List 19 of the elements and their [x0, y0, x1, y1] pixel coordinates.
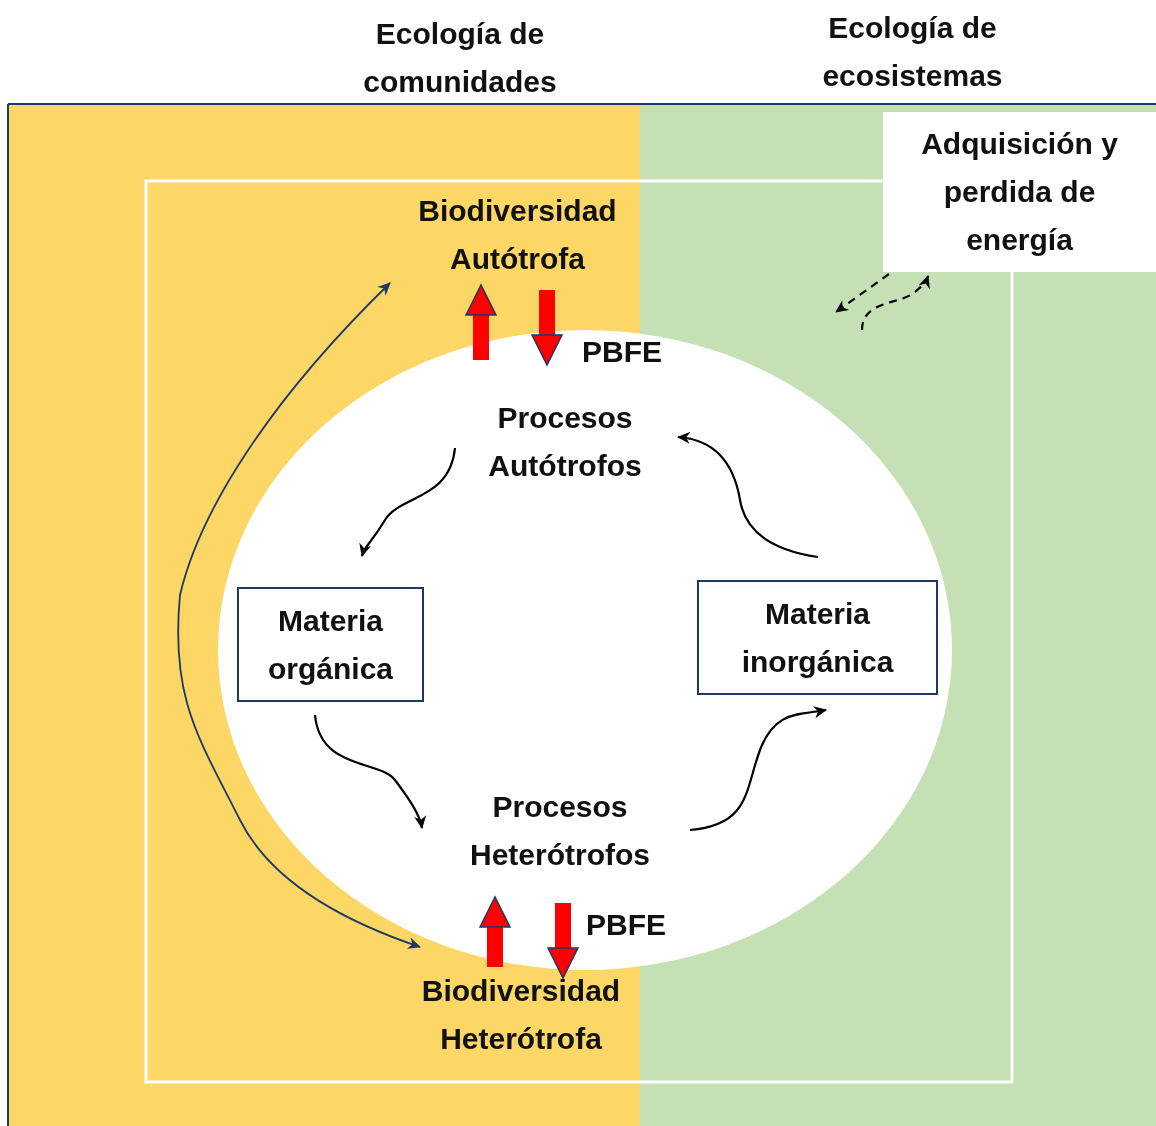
column-heading: Ecología de ecosistemas [821, 10, 1004, 94]
block-arrow [547, 903, 579, 979]
edge-label: PBFE [582, 334, 662, 370]
process-label: Biodiversidad Heterótrofa [395, 967, 647, 1063]
arrow [860, 275, 931, 331]
edge-label: PBFE [586, 907, 666, 943]
column-heading: Ecología de comunidades [362, 16, 558, 100]
process-label: Biodiversidad Autótrofa [390, 187, 645, 283]
arrow [177, 282, 421, 949]
matter-box: Materia orgánica [237, 587, 424, 702]
process-label: Procesos Heterótrofos [440, 783, 680, 879]
arrow [359, 447, 457, 557]
arrow [835, 273, 890, 313]
arrow [313, 714, 426, 829]
arrow [689, 706, 827, 832]
process-label: Procesos Autótrofos [460, 394, 670, 490]
energy-box: Adquisición y perdida de energía [883, 112, 1156, 272]
arrow [677, 432, 819, 559]
matter-box: Materia inorgánica [697, 580, 938, 695]
